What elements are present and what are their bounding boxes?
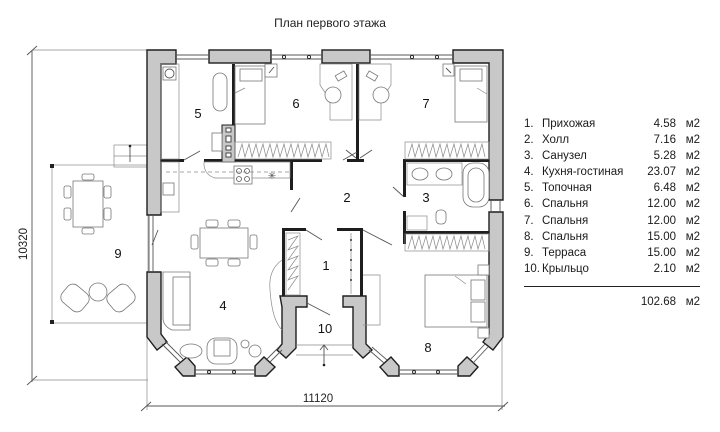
legend-row: 5. Топочная 6.48 м2 bbox=[524, 180, 700, 196]
legend-unit: м2 bbox=[685, 134, 700, 147]
legend-row: 4. Кухня-гостиная 23.07 м2 bbox=[524, 164, 700, 180]
legend-num: 6. bbox=[524, 198, 534, 211]
room-label-8: 8 bbox=[424, 340, 431, 355]
legend-name: Спальня bbox=[542, 230, 589, 243]
kitchen-living-furniture: ✳ bbox=[160, 161, 291, 365]
boiler-room-fixtures bbox=[160, 63, 228, 160]
legend-unit: м2 bbox=[685, 182, 700, 195]
legend-area: 12.00 bbox=[647, 214, 676, 227]
legend-num: 8. bbox=[524, 230, 534, 243]
room-label-1: 1 bbox=[322, 258, 329, 273]
legend-unit: м2 bbox=[685, 214, 700, 227]
legend-unit: м2 bbox=[685, 166, 700, 179]
doors bbox=[151, 149, 405, 316]
legend-row: 8. Спальня 15.00 м2 bbox=[524, 229, 700, 245]
legend-row: 9. Терраса 15.00 м2 bbox=[524, 245, 700, 261]
legend-area: 4.58 bbox=[653, 118, 676, 130]
legend-num: 7. bbox=[524, 214, 534, 227]
legend-num: 4. bbox=[524, 166, 534, 179]
legend-row: 3. Санузел 5.28 м2 bbox=[524, 148, 700, 164]
room-label-6: 6 bbox=[292, 96, 299, 111]
room-label-9: 9 bbox=[114, 246, 121, 261]
legend-area: 12.00 bbox=[647, 198, 676, 211]
legend-total-area: 102.68 bbox=[640, 295, 676, 308]
legend-name: Спальня bbox=[542, 214, 589, 227]
legend-area: 23.07 bbox=[647, 166, 676, 179]
legend-unit: м2 bbox=[685, 198, 700, 211]
legend-num: 10. bbox=[524, 262, 540, 275]
svg-text:✳: ✳ bbox=[268, 171, 276, 182]
area-legend: 1. Прихожая 4.58 м2 2. Холл 7.16 м2 3. С… bbox=[524, 116, 700, 310]
legend-name: Санузел bbox=[542, 150, 587, 163]
room-label-2: 2 bbox=[343, 190, 350, 205]
legend-row: 2. Холл 7.16 м2 bbox=[524, 132, 700, 148]
legend-row: 6. Спальня 12.00 м2 bbox=[524, 196, 700, 212]
room-label-5: 5 bbox=[194, 106, 201, 121]
legend-unit: м2 bbox=[685, 246, 700, 259]
legend-name: Прихожая bbox=[542, 118, 596, 130]
legend-total-unit: м2 bbox=[685, 295, 700, 308]
legend-unit: м2 bbox=[685, 262, 700, 275]
legend-unit: м2 bbox=[685, 230, 700, 243]
bedroom-7-furniture bbox=[358, 63, 490, 160]
entry-fixtures bbox=[285, 232, 381, 326]
windows bbox=[148, 54, 501, 375]
legend-unit: м2 bbox=[685, 118, 700, 130]
legend-name: Спальня bbox=[542, 198, 589, 211]
bathroom-fixtures bbox=[404, 162, 490, 252]
legend-row: 1. Прихожая 4.58 м2 bbox=[524, 116, 700, 132]
legend-name: Терраса bbox=[542, 246, 587, 259]
legend-num: 1. bbox=[524, 118, 534, 130]
legend-row: 10. Крыльцо 2.10 м2 bbox=[524, 261, 700, 277]
bedroom-6-furniture bbox=[234, 63, 353, 160]
room-label-3: 3 bbox=[422, 190, 429, 205]
legend-divider bbox=[524, 285, 700, 287]
legend-area: 6.48 bbox=[653, 182, 676, 195]
legend-area: 15.00 bbox=[647, 230, 676, 243]
room-label-7: 7 bbox=[422, 96, 429, 111]
legend-name: Крыльцо bbox=[542, 262, 589, 275]
legend-num: 9. bbox=[524, 246, 534, 259]
dimension-lines bbox=[26, 45, 509, 412]
bedroom-8-furniture bbox=[424, 264, 490, 339]
width-dimension: 11120 bbox=[303, 393, 333, 405]
interior-partitions bbox=[161, 64, 489, 296]
legend-name: Кухня-гостиная bbox=[542, 166, 624, 179]
legend-num: 3. bbox=[524, 150, 534, 163]
legend-num: 5. bbox=[524, 182, 534, 195]
legend-total-row: 102.68 м2 bbox=[524, 294, 700, 310]
outer-walls bbox=[146, 49, 504, 377]
porch bbox=[296, 344, 353, 367]
height-dimension: 10320 bbox=[18, 228, 30, 260]
legend-num: 2. bbox=[524, 134, 534, 147]
terrace bbox=[50, 144, 149, 324]
legend-area: 7.16 bbox=[653, 134, 676, 147]
plan-title: План первого этажа bbox=[274, 16, 386, 30]
room-label-10: 10 bbox=[318, 321, 332, 336]
legend-area: 5.28 bbox=[653, 150, 676, 163]
legend-area: 2.10 bbox=[653, 262, 676, 275]
legend-unit: м2 bbox=[685, 150, 700, 163]
legend-name: Холл bbox=[542, 134, 570, 147]
legend-area: 15.00 bbox=[647, 246, 676, 259]
legend-name: Топочная bbox=[542, 182, 592, 195]
room-label-4: 4 bbox=[219, 298, 226, 313]
legend-row: 7. Спальня 12.00 м2 bbox=[524, 213, 700, 229]
